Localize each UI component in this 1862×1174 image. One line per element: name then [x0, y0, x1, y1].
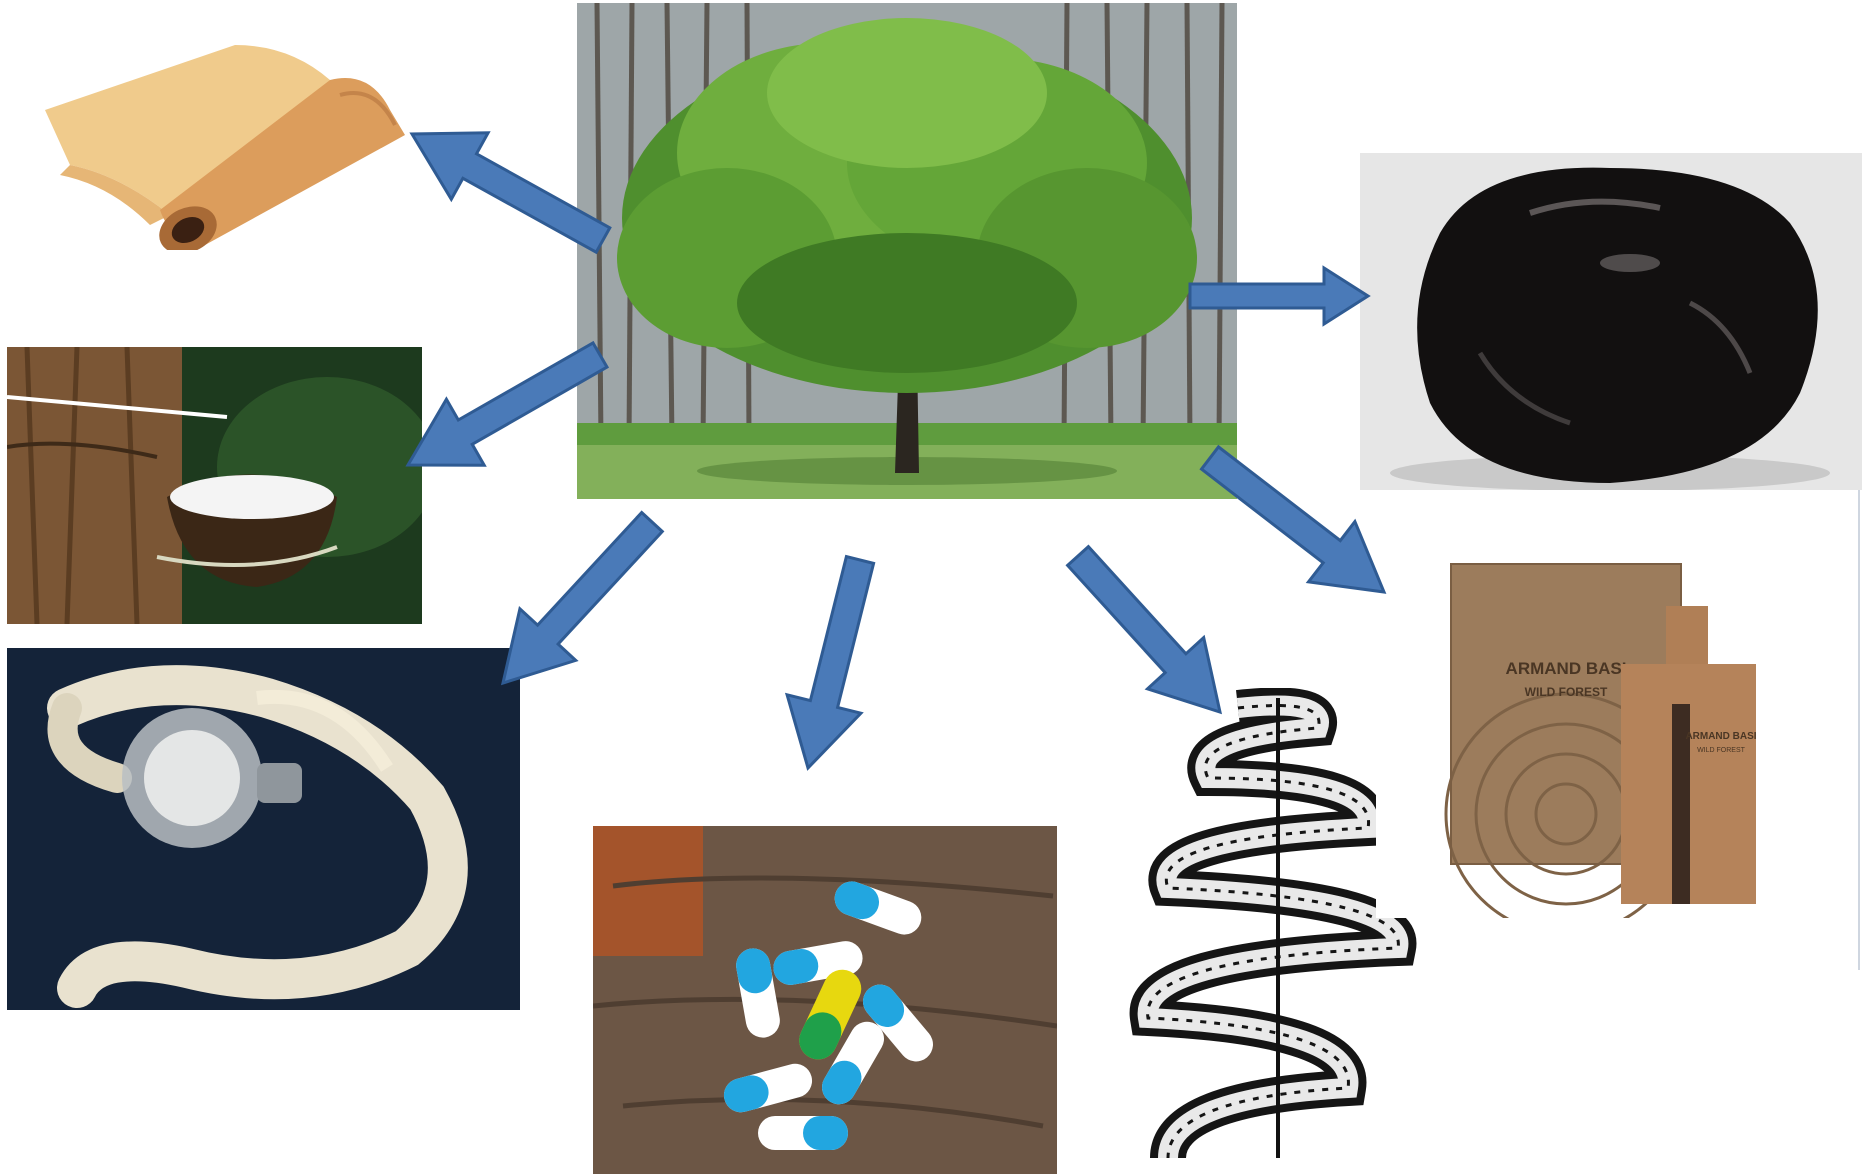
perfume-bottle-line: WILD FOREST [1697, 747, 1746, 754]
perfume-box-brand: ARMAND BASI [1506, 659, 1627, 678]
right-edge-line [1858, 490, 1860, 970]
perfume-bottle-brand: ARMAND BASI [1685, 731, 1756, 742]
tree-image [577, 3, 1237, 499]
pills-image [593, 826, 1057, 1174]
film-strip-image [1128, 688, 1418, 1174]
arrow-to-cellulose [503, 513, 662, 684]
perfume-image: ARMAND BASI WILD FOREST ARMAND BASI WILD… [1376, 514, 1862, 918]
arrow-to-pills [787, 557, 874, 768]
latex-tapping-image [7, 347, 422, 624]
perfume-box-line: WILD FOREST [1525, 685, 1608, 699]
cellulose-fiber-image [7, 648, 520, 1010]
resin-lump-image [1360, 153, 1862, 490]
paper-roll-image [30, 25, 410, 250]
